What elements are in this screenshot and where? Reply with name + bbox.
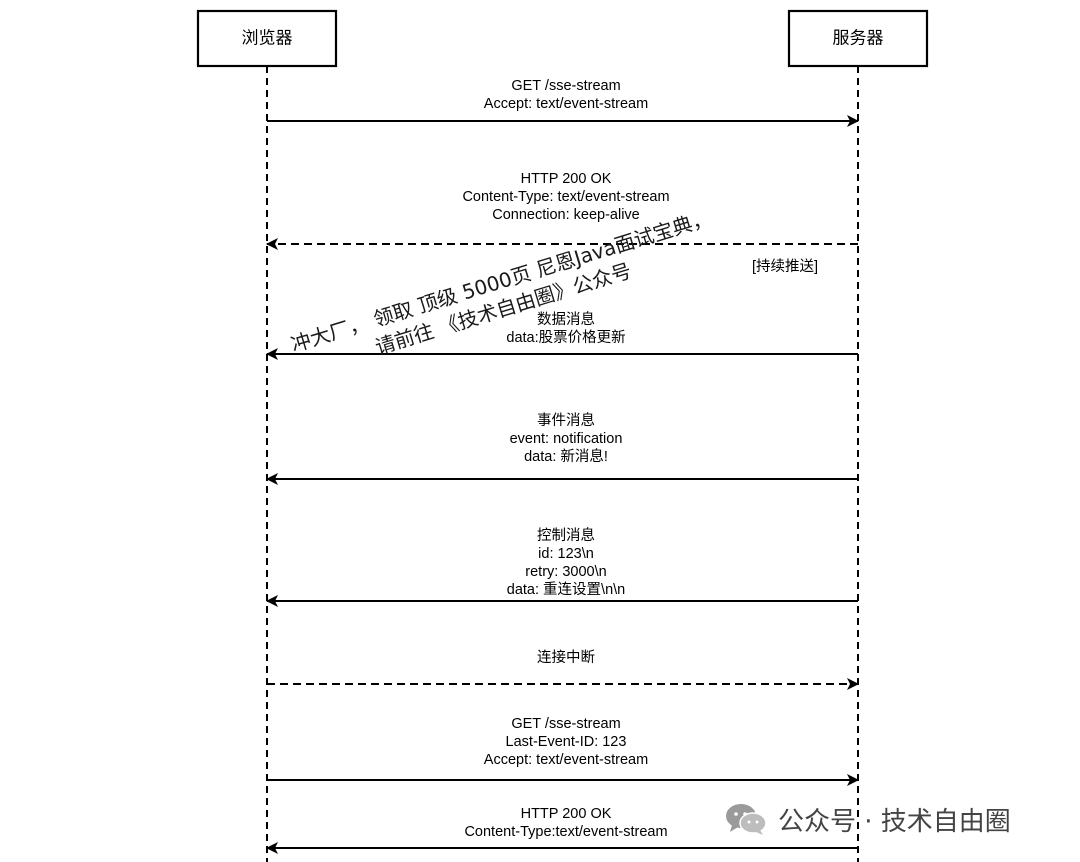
continuous-push-note: [持续推送]: [752, 258, 818, 275]
message-7-label-line: Last-Event-ID: 123: [506, 734, 627, 750]
message-6: 连接中断: [267, 649, 859, 690]
message-6-label-line: 连接中断: [537, 649, 595, 666]
watermark-line-1: 冲大厂， 领取 顶级 5000页 尼恩Java面试宝典，: [288, 206, 714, 357]
message-8-label-line: HTTP 200 OK: [521, 806, 612, 822]
brand-text: 公众号 · 技术自由圈: [778, 806, 1011, 837]
browser-actor: 浏览器: [196, 9, 338, 68]
message-3-label-line: data:股票价格更新: [506, 329, 625, 346]
wechat-icon: [726, 804, 767, 835]
browser-actor-label: 浏览器: [242, 29, 293, 49]
message-5-label-line: data: 重连设置\n\n: [507, 581, 625, 598]
message-2: HTTP 200 OK Content-Type: text/event-stre…: [266, 171, 858, 250]
message-2-label-line: Connection: keep-alive: [492, 207, 640, 223]
watermark: 冲大厂， 领取 顶级 5000页 尼恩Java面试宝典， 请前往 《技术自由圈》…: [288, 206, 714, 360]
message-4-label-line: event: notification: [510, 431, 623, 447]
message-3-label-line: 数据消息: [537, 311, 595, 328]
server-actor: 服务器: [787, 9, 929, 68]
message-1-label-line: Accept: text/event-stream: [484, 96, 648, 112]
message-7-label-line: GET /sse-stream: [511, 716, 620, 732]
message-2-label-line: HTTP 200 OK: [521, 171, 612, 187]
message-7-label-line: Accept: text/event-stream: [484, 752, 648, 768]
server-actor-label: 服务器: [833, 29, 884, 49]
message-1-label-line: GET /sse-stream: [511, 78, 620, 94]
message-8: HTTP 200 OK Content-Type:text/event-strea…: [266, 806, 858, 854]
message-5-label-line: 控制消息: [537, 527, 595, 544]
message-4-label-line: data: 新消息!: [524, 448, 608, 465]
message-8-label-line: Content-Type:text/event-stream: [464, 824, 667, 840]
message-5-label-line: id: 123\n: [538, 546, 594, 562]
message-5-label-line: retry: 3000\n: [525, 564, 606, 580]
message-4-label-line: 事件消息: [537, 412, 595, 429]
message-2-label-line: Content-Type: text/event-stream: [462, 189, 669, 205]
brand-footer: 公众号 · 技术自由圈: [724, 797, 1011, 841]
